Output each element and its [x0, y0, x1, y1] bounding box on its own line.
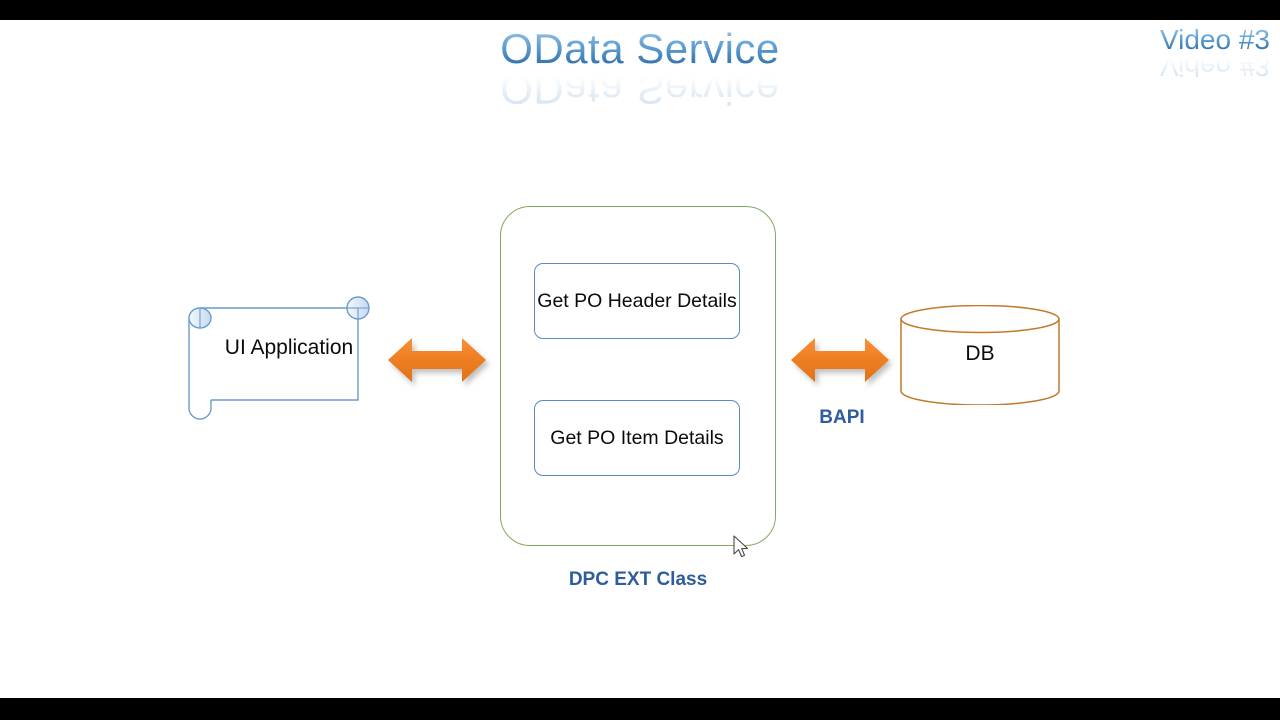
double-arrow-icon: [791, 338, 889, 382]
database-node[interactable]: [898, 304, 1062, 406]
connector-service-to-database[interactable]: [789, 332, 895, 392]
cylinder-icon: [900, 304, 1060, 406]
dpc-ext-class-caption: DPC EXT Class: [568, 569, 708, 590]
ui-application-label: UI Application: [224, 336, 354, 359]
database-label: DB: [965, 342, 995, 365]
bapi-connector-label: BAPI: [819, 407, 865, 428]
letterbox-top: [0, 0, 1280, 20]
double-arrow-icon: [388, 338, 486, 382]
video-badge-reflection: Video #3: [1050, 51, 1270, 82]
page-title-text: OData Service: [0, 28, 1280, 70]
operation-label: Get PO Header Details: [537, 289, 737, 312]
scroll-shape-icon: [188, 296, 370, 420]
slide-canvas: OData Service OData Service Video #3 Vid…: [0, 20, 1280, 698]
dpc-ext-class-container[interactable]: [500, 206, 776, 546]
page-title: OData Service OData Service: [0, 28, 1280, 114]
video-badge: Video #3 Video #3: [1050, 26, 1270, 83]
video-badge-text: Video #3: [1050, 26, 1270, 54]
operation-box-get-po-header-details[interactable]: Get PO Header Details: [534, 263, 740, 339]
ui-application-node[interactable]: UI Application: [178, 296, 378, 426]
connector-client-to-service[interactable]: [386, 332, 492, 392]
operation-box-get-po-item-details[interactable]: Get PO Item Details: [534, 400, 740, 476]
operation-label: Get PO Item Details: [550, 426, 724, 449]
letterbox-bottom: [0, 698, 1280, 720]
